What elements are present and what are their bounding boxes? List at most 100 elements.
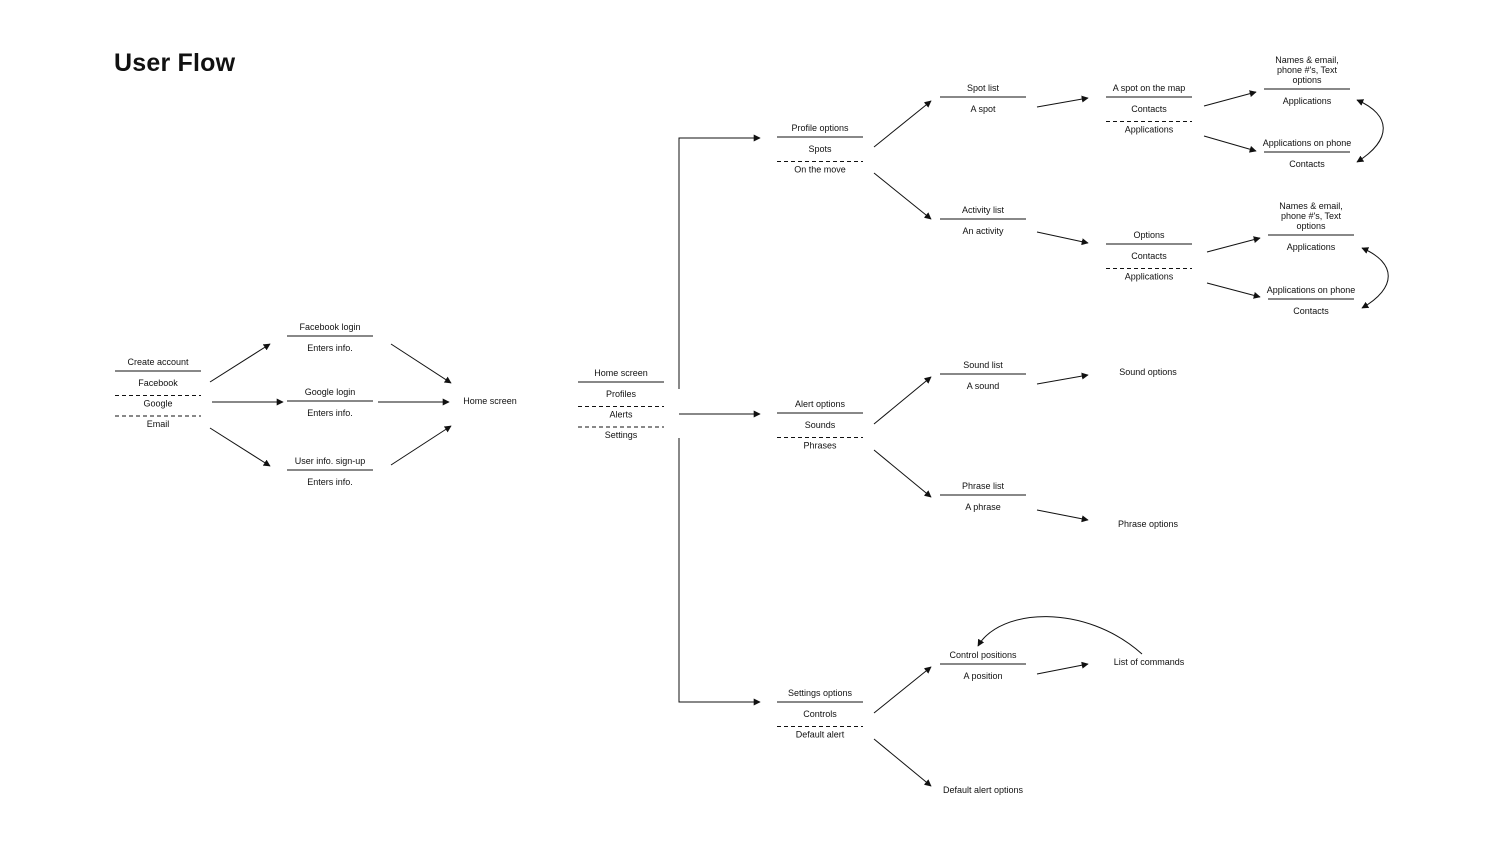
node-item: A spot [970, 104, 996, 114]
node-header: Settings options [788, 688, 853, 698]
connector-arrow [977, 616, 1143, 655]
node-item: Controls [803, 709, 837, 719]
node-item: Alerts [609, 410, 633, 420]
connector-arrow [1203, 135, 1257, 153]
node-item: Google [143, 399, 172, 409]
flow-node-spot-list: Spot list A spot [940, 83, 1026, 114]
connector-arrow [1206, 282, 1261, 299]
connector-arrow [873, 100, 932, 148]
node-item: A phrase [965, 502, 1001, 512]
flow-node-default-alert-options: Default alert options [943, 785, 1024, 795]
node-header: Sound list [963, 360, 1003, 370]
node-item: Enters info. [307, 477, 353, 487]
node-header: List of commands [1114, 657, 1185, 667]
node-header: A spot on the map [1113, 83, 1186, 93]
node-header: Profile options [791, 123, 849, 133]
connector-arrow [1356, 99, 1384, 163]
connector-arrow [390, 343, 452, 384]
node-header: Phrase list [962, 481, 1005, 491]
node-header: phone #'s, Text [1281, 211, 1342, 221]
page-title: User Flow [114, 49, 236, 77]
node-header: Spot list [967, 83, 1000, 93]
connector-arrow [1361, 247, 1389, 309]
node-item: Contacts [1289, 159, 1325, 169]
node-item: Applications [1125, 272, 1174, 282]
node-item: An activity [962, 226, 1004, 236]
node-header: Applications on phone [1267, 285, 1356, 295]
node-item: Contacts [1131, 251, 1167, 261]
flow-node-sound-options: Sound options [1119, 367, 1177, 377]
connector-arrow [390, 425, 452, 466]
connector-arrow [678, 438, 761, 706]
node-item: Profiles [606, 389, 637, 399]
node-header: User info. sign-up [295, 456, 366, 466]
node-item: A sound [967, 381, 1000, 391]
node-item: Default alert [796, 730, 845, 740]
connector-arrow [873, 449, 932, 498]
node-header: phone #'s, Text [1277, 65, 1338, 75]
node-item: Facebook [138, 378, 178, 388]
node-header: Home screen [594, 368, 648, 378]
node-item: A position [963, 671, 1002, 681]
node-item: Email [147, 419, 170, 429]
node-header: Applications on phone [1263, 138, 1352, 148]
node-header: Phrase options [1118, 519, 1179, 529]
node-item: Spots [808, 144, 832, 154]
connector-arrow [1036, 661, 1089, 675]
connector-arrow [1203, 90, 1257, 107]
connector-arrow [873, 738, 932, 787]
flow-node-sound-list: Sound list A sound [940, 360, 1026, 391]
connector-arrow [873, 172, 932, 220]
node-header: Default alert options [943, 785, 1024, 795]
flow-node-control-positions: Control positions A position [940, 650, 1026, 681]
node-item: Phrases [803, 441, 837, 451]
flow-node-home-screen-end: Home screen [463, 396, 517, 406]
flow-node-spot-names-email: Names & email,phone #'s, TextoptionsAppl… [1264, 55, 1350, 106]
connector-arrow [1036, 95, 1089, 108]
node-item: Applications [1125, 125, 1174, 135]
connector-arrow [209, 427, 271, 467]
node-item: On the move [794, 165, 846, 175]
node-item: Applications [1287, 242, 1336, 252]
connector-arrow [873, 666, 932, 714]
connector-arrow [678, 134, 761, 389]
node-item: Settings [605, 430, 638, 440]
flow-node-phrase-list: Phrase list A phrase [940, 481, 1026, 512]
node-header: options [1292, 75, 1322, 85]
node-item: Contacts [1293, 306, 1329, 316]
node-header: Google login [305, 387, 356, 397]
node-header: Create account [127, 357, 189, 367]
node-item: Contacts [1131, 104, 1167, 114]
flow-node-activity-names-email: Names & email,phone #'s, TextoptionsAppl… [1268, 201, 1354, 252]
node-header: Names & email, [1275, 55, 1339, 65]
node-header: Activity list [962, 205, 1005, 215]
node-item: Sounds [805, 420, 836, 430]
node-header: Names & email, [1279, 201, 1343, 211]
node-header: Sound options [1119, 367, 1177, 377]
node-item: Enters info. [307, 343, 353, 353]
flow-node-list-of-commands: List of commands [1114, 657, 1185, 667]
node-header: Home screen [463, 396, 517, 406]
flow-node-phrase-options: Phrase options [1118, 519, 1179, 529]
connector-arrow [209, 343, 271, 383]
connector-arrow [1036, 231, 1089, 246]
node-item: Applications [1283, 96, 1332, 106]
node-header: Control positions [949, 650, 1017, 660]
connector-arrow [1206, 236, 1261, 253]
node-header: Alert options [795, 399, 846, 409]
flow-node-activity-list: Activity list An activity [940, 205, 1026, 236]
connector-arrow [1036, 372, 1089, 385]
